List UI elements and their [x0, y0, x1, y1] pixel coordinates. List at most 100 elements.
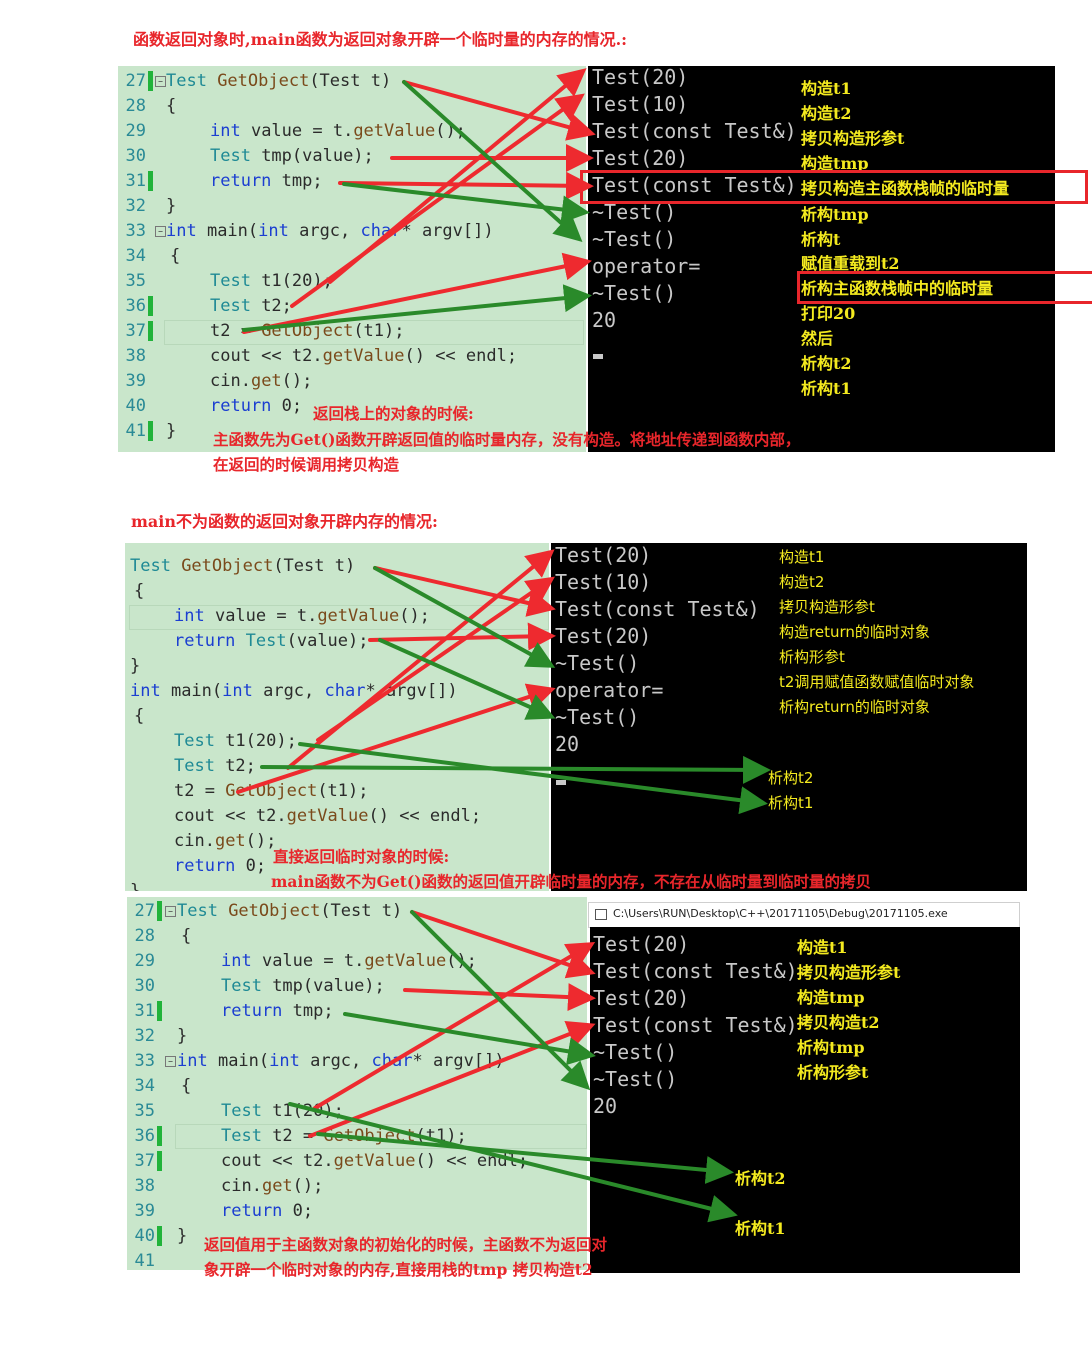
- annotation: 析构t1: [735, 1219, 786, 1238]
- console-line: operator=: [555, 678, 664, 702]
- console-line: Test(const Test&): [592, 119, 797, 143]
- line-number: 41: [134, 1251, 155, 1270]
- arrow: [343, 1012, 596, 1066]
- fold-toggle-icon[interactable]: −: [165, 1056, 176, 1067]
- annotation: 构造tmp: [797, 988, 865, 1007]
- console-line: Test(20): [555, 543, 652, 567]
- heading-case-2: main不为函数的返回对象开辟内存的情况:: [131, 512, 438, 531]
- arrow: [242, 252, 592, 334]
- annotation: 析构return的临时对象: [779, 698, 930, 716]
- code-line-38: cout << t2.getValue() << endl;: [210, 346, 518, 366]
- code-line-30: Test tmp(value);: [210, 146, 374, 166]
- arrow: [378, 638, 556, 720]
- annotation: 构造return的临时对象: [779, 623, 930, 641]
- line-number: 41: [125, 421, 146, 441]
- code-line: Test GetObject(Test t): [130, 556, 356, 576]
- annotation: t2调用赋值函数赋值临时对象: [779, 673, 975, 691]
- fold-toggle-icon[interactable]: −: [165, 906, 176, 917]
- arrow: [236, 683, 556, 794]
- line-number: 32: [134, 1026, 155, 1046]
- line-number: 27: [125, 71, 146, 91]
- window-title: C:\Users\RUN\Desktop\C++\20171105\Debug\…: [613, 907, 948, 920]
- code-line-32: }: [166, 196, 177, 216]
- explanation-title: 直接返回临时对象的时候:: [273, 847, 450, 866]
- code-line-39: return 0;: [221, 1201, 314, 1221]
- annotation: 构造t2: [801, 104, 852, 123]
- line-number: 33: [125, 221, 146, 241]
- code-line: Test t1(20);: [174, 731, 297, 751]
- line-number: 29: [134, 951, 155, 971]
- change-marker: [148, 421, 153, 441]
- console-line: ~Test(): [592, 281, 677, 305]
- console-line: Test(20): [555, 624, 652, 648]
- line-number: 29: [125, 121, 146, 141]
- arrow: [242, 284, 592, 332]
- console-line: ~Test(): [593, 1067, 678, 1091]
- line-number: 28: [125, 96, 146, 116]
- change-marker: [157, 901, 162, 921]
- code-line: {: [134, 706, 145, 726]
- fold-toggle-icon[interactable]: −: [155, 76, 166, 87]
- console-line: ~Test(): [555, 651, 640, 675]
- line-number: 33: [134, 1051, 155, 1071]
- arrow: [373, 566, 556, 668]
- annotation: 赋值重载到t2: [801, 254, 900, 273]
- annotation: 然后: [801, 329, 834, 348]
- arrow: [298, 742, 768, 815]
- console-line: Test(20): [593, 986, 690, 1010]
- arrow: [410, 910, 596, 979]
- annotation: 析构t: [801, 230, 841, 249]
- annotation: 构造t1: [797, 938, 848, 957]
- console-line: Test(const Test&): [593, 1013, 798, 1037]
- code-line-33: int main(int argc, char* argv[]): [166, 221, 494, 241]
- annotation: 拷贝构造形参t: [779, 598, 875, 616]
- current-line-highlight: [164, 320, 584, 345]
- annotation: 打印20: [801, 304, 856, 323]
- line-number: 35: [134, 1101, 155, 1121]
- arrow: [373, 566, 556, 617]
- explanation-text: 返回值用于主函数对象的初始化的时候，主函数不为返回对: [204, 1235, 608, 1254]
- console-cursor: [593, 354, 603, 359]
- arrow: [290, 93, 585, 308]
- arrow: [260, 755, 771, 784]
- annotation: 拷贝构造t2: [797, 1013, 880, 1032]
- console-line: 20: [592, 308, 617, 332]
- change-marker: [148, 296, 153, 316]
- change-marker: [157, 1126, 162, 1146]
- annotation: 析构t2: [801, 354, 852, 373]
- code-line-31: return tmp;: [210, 171, 323, 191]
- line-number: 30: [125, 146, 146, 166]
- explanation-text: main函数不为Get()函数的返回值开辟临时量的内存，不存在从临时量到临时量的…: [271, 872, 872, 891]
- fold-toggle-icon[interactable]: −: [155, 226, 166, 237]
- line-number: 36: [125, 296, 146, 316]
- current-line-highlight: [175, 1124, 587, 1149]
- console-line: Test(const Test&): [592, 173, 797, 197]
- line-number: 37: [125, 321, 146, 341]
- console-line: 20: [593, 1094, 618, 1118]
- code-editor-panel-1: 27 28 29 30 31 32 33 34 35 36 37 38 39 4…: [118, 66, 586, 452]
- code-line: {: [134, 581, 145, 601]
- current-line-highlight: [129, 605, 549, 630]
- line-number: 27: [134, 901, 155, 921]
- line-number: 38: [134, 1176, 155, 1196]
- explanation-text: 象开辟一个临时对象的内存,直接用栈的tmp 拷贝构造t2: [204, 1260, 593, 1279]
- code-line: return 0;: [174, 856, 267, 876]
- line-number: 32: [125, 196, 146, 216]
- code-line-38: cin.get();: [221, 1176, 324, 1196]
- change-marker: [148, 321, 153, 341]
- code-line-41: }: [166, 421, 177, 441]
- arrow: [316, 1132, 734, 1184]
- console-line: operator=: [592, 254, 701, 278]
- console-app-icon: [595, 908, 607, 920]
- line-number: 39: [125, 371, 146, 391]
- annotation: 拷贝构造形参t: [797, 963, 901, 982]
- code-line-40: }: [177, 1226, 188, 1246]
- console-line: Test(20): [592, 146, 689, 170]
- code-line: cin.get();: [174, 831, 277, 851]
- code-line-37: t2 = GetObject(t1);: [210, 321, 405, 341]
- annotation: 析构形参t: [779, 648, 845, 666]
- arrow: [403, 983, 596, 1012]
- console-line: 20: [555, 732, 580, 756]
- code-line: t2 = GetObject(t1);: [174, 781, 369, 801]
- highlight-box: [797, 271, 1092, 304]
